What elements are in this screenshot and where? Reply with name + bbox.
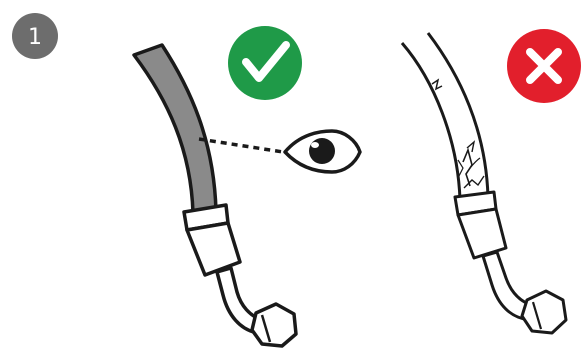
eye-icon <box>285 131 360 172</box>
correct-panel <box>134 26 360 346</box>
hose-ferrule-damaged <box>455 192 506 258</box>
incorrect-panel <box>402 29 581 333</box>
step-number: 1 <box>28 25 42 50</box>
cracked-hose <box>402 33 488 200</box>
hex-nut <box>252 304 296 346</box>
hex-nut-damaged <box>522 291 566 333</box>
step-badge: 1 <box>12 13 58 59</box>
sight-line <box>199 139 283 152</box>
x-icon <box>507 29 581 103</box>
hose-ferrule <box>184 205 240 275</box>
intact-hose <box>134 45 216 213</box>
check-icon <box>228 26 302 100</box>
